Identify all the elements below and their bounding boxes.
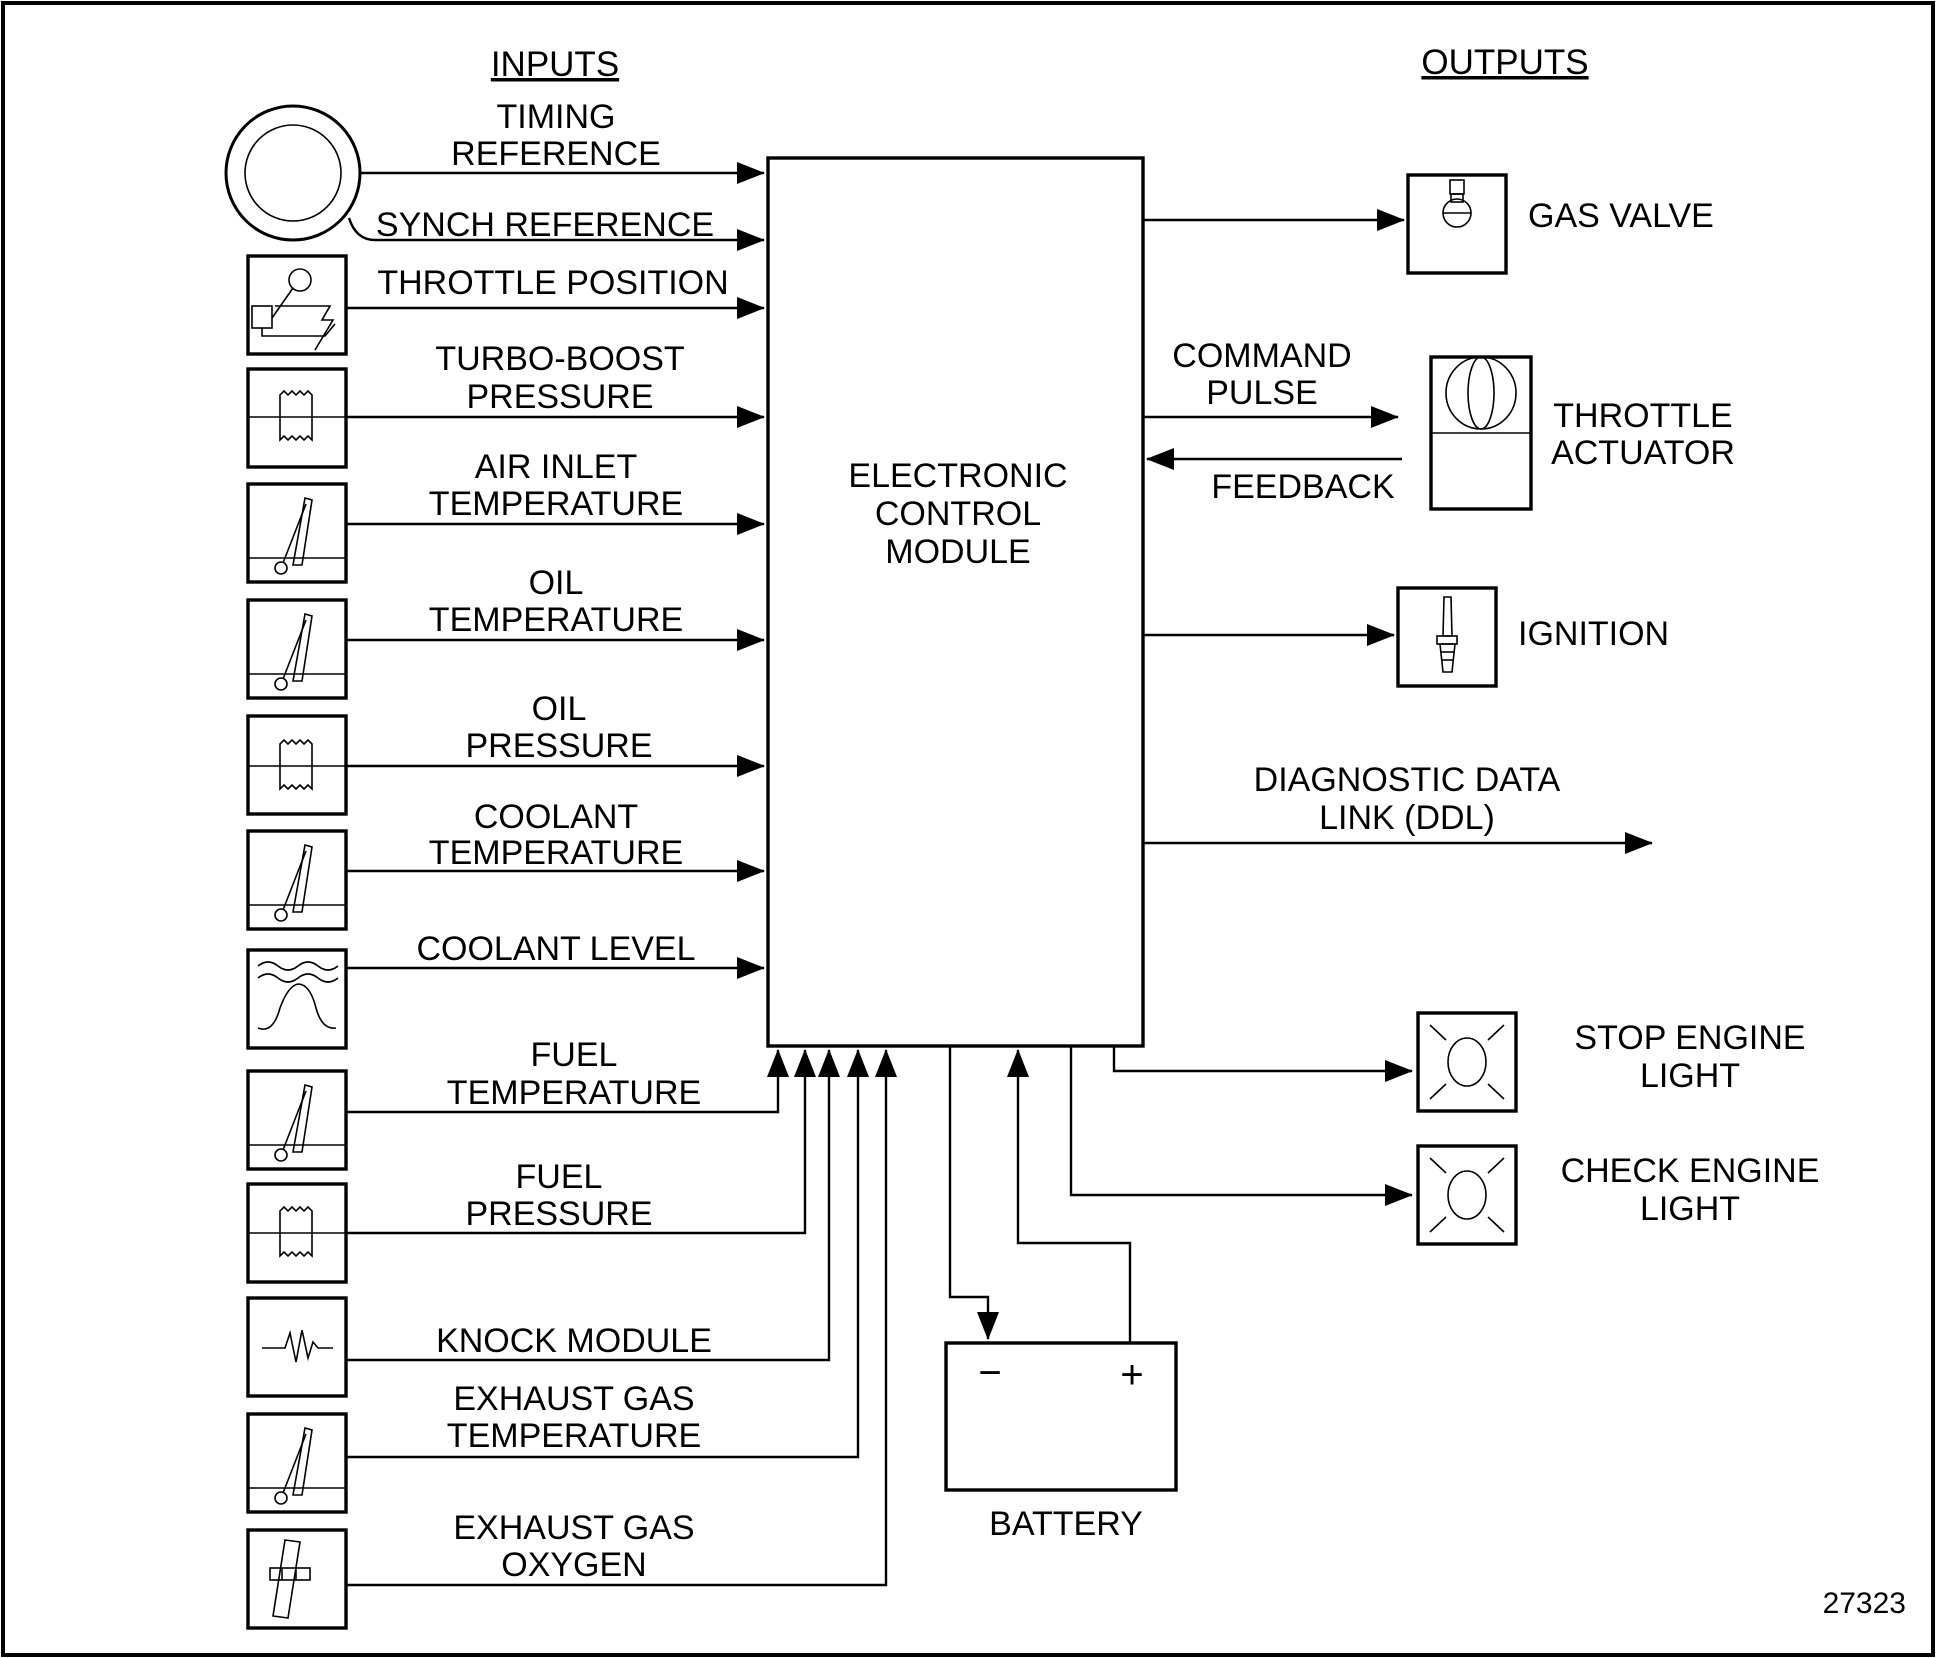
ecm-label-line2: CONTROL bbox=[875, 495, 1041, 533]
timing-reference-label-2: REFERENCE bbox=[451, 135, 661, 173]
oil-temperature-label-2: TEMPERATURE bbox=[429, 601, 683, 639]
battery-plus-symbol: + bbox=[1120, 1353, 1143, 1397]
fuel-pressure-label-2: PRESSURE bbox=[465, 1195, 652, 1233]
coolant-temperature-label-1: COOLANT bbox=[474, 798, 638, 836]
coolant-level-label: COOLANT LEVEL bbox=[416, 930, 695, 968]
battery-label: BATTERY bbox=[989, 1505, 1143, 1543]
exhaust-gas-temperature-line bbox=[346, 1049, 869, 1459]
diagnostic-data-link-label-2: LINK (DDL) bbox=[1319, 799, 1495, 837]
knock-module-label: KNOCK MODULE bbox=[436, 1322, 712, 1360]
oil-temperature-label-1: OIL bbox=[529, 564, 584, 602]
throttle-actuator-label-1: THROTTLE bbox=[1553, 397, 1732, 435]
inputs-header: INPUTS bbox=[491, 45, 619, 84]
temperature-sensor-icon bbox=[246, 482, 348, 584]
temperature-sensor-icon bbox=[246, 1412, 348, 1514]
magnetic-pickup-icon bbox=[224, 104, 362, 242]
battery-positive-line bbox=[1007, 1049, 1132, 1343]
lamp-icon bbox=[1416, 1144, 1518, 1246]
throttle-position-sensor-icon bbox=[246, 254, 348, 356]
coolant-temperature-label-2: TEMPERATURE bbox=[429, 834, 683, 872]
exhaust-gas-oxygen-label-1: EXHAUST GAS bbox=[453, 1509, 694, 1547]
gas-valve-icon bbox=[1406, 173, 1508, 275]
turbo-boost-pressure-label-1: TURBO-BOOST bbox=[435, 340, 684, 378]
spark-plug-icon bbox=[1396, 586, 1498, 688]
stop-engine-light-label-1: STOP ENGINE bbox=[1574, 1019, 1805, 1057]
exhaust-gas-oxygen-label-2: OXYGEN bbox=[501, 1546, 646, 1584]
fuel-pressure-line bbox=[346, 1049, 816, 1235]
throttle-position-label: THROTTLE POSITION bbox=[377, 264, 728, 302]
command-pulse-label-2: PULSE bbox=[1206, 374, 1318, 412]
outputs-header: OUTPUTS bbox=[1421, 43, 1588, 82]
battery-icon bbox=[944, 1341, 1178, 1492]
air-inlet-temperature-label-2: TEMPERATURE bbox=[429, 485, 683, 523]
ecm-label-line1: ELECTRONIC bbox=[848, 457, 1067, 495]
ecm-label-line3: MODULE bbox=[885, 533, 1030, 571]
temperature-sensor-icon bbox=[246, 598, 348, 700]
timing-reference-label-1: TIMING bbox=[497, 98, 616, 136]
stop-engine-light-label-2: LIGHT bbox=[1640, 1057, 1740, 1095]
feedback-label: FEEDBACK bbox=[1211, 468, 1395, 506]
temperature-sensor-icon bbox=[246, 1069, 348, 1171]
pressure-sensor-icon bbox=[246, 367, 348, 469]
check-engine-light-label-1: CHECK ENGINE bbox=[1561, 1152, 1820, 1190]
battery-minus-symbol: − bbox=[978, 1351, 1001, 1395]
throttle-actuator-icon bbox=[1429, 355, 1533, 511]
battery-negative-line bbox=[948, 1046, 999, 1340]
diagnostic-data-link-label-1: DIAGNOSTIC DATA bbox=[1254, 761, 1561, 799]
stop-engine-light-line bbox=[1112, 1046, 1413, 1082]
oil-pressure-label-2: PRESSURE bbox=[465, 727, 652, 765]
oxygen-sensor-icon bbox=[246, 1528, 348, 1630]
turbo-boost-pressure-label-2: PRESSURE bbox=[466, 378, 653, 416]
command-pulse-label-1: COMMAND bbox=[1172, 337, 1351, 375]
pressure-sensor-icon bbox=[246, 714, 348, 816]
synch-reference-line bbox=[347, 217, 765, 251]
oil-pressure-label-1: OIL bbox=[532, 690, 587, 728]
knock-sensor-icon bbox=[246, 1296, 348, 1398]
temperature-sensor-icon bbox=[246, 829, 348, 931]
ecm-box bbox=[766, 156, 1145, 1048]
exhaust-gas-oxygen-line bbox=[346, 1049, 897, 1587]
synch-reference-label: SYNCH REFERENCE bbox=[376, 206, 714, 244]
throttle-actuator-label-2: ACTUATOR bbox=[1551, 434, 1735, 472]
knock-module-line bbox=[346, 1049, 840, 1362]
air-inlet-temperature-label-1: AIR INLET bbox=[475, 448, 637, 486]
fuel-temperature-line bbox=[346, 1049, 789, 1114]
figure-number: 27323 bbox=[1823, 1587, 1906, 1620]
fuel-temperature-label-2: TEMPERATURE bbox=[447, 1074, 701, 1112]
coolant-level-sensor-icon bbox=[246, 948, 348, 1050]
ignition-label: IGNITION bbox=[1518, 615, 1669, 653]
fuel-pressure-label-1: FUEL bbox=[516, 1158, 603, 1196]
fuel-temperature-label-1: FUEL bbox=[531, 1036, 618, 1074]
gas-valve-label: GAS VALVE bbox=[1528, 197, 1714, 235]
pressure-sensor-icon bbox=[246, 1182, 348, 1284]
lamp-icon bbox=[1416, 1011, 1518, 1113]
exhaust-gas-temperature-label-2: TEMPERATURE bbox=[447, 1417, 701, 1455]
exhaust-gas-temperature-label-1: EXHAUST GAS bbox=[453, 1380, 694, 1418]
check-engine-light-line bbox=[1069, 1046, 1413, 1206]
check-engine-light-label-2: LIGHT bbox=[1640, 1190, 1740, 1228]
